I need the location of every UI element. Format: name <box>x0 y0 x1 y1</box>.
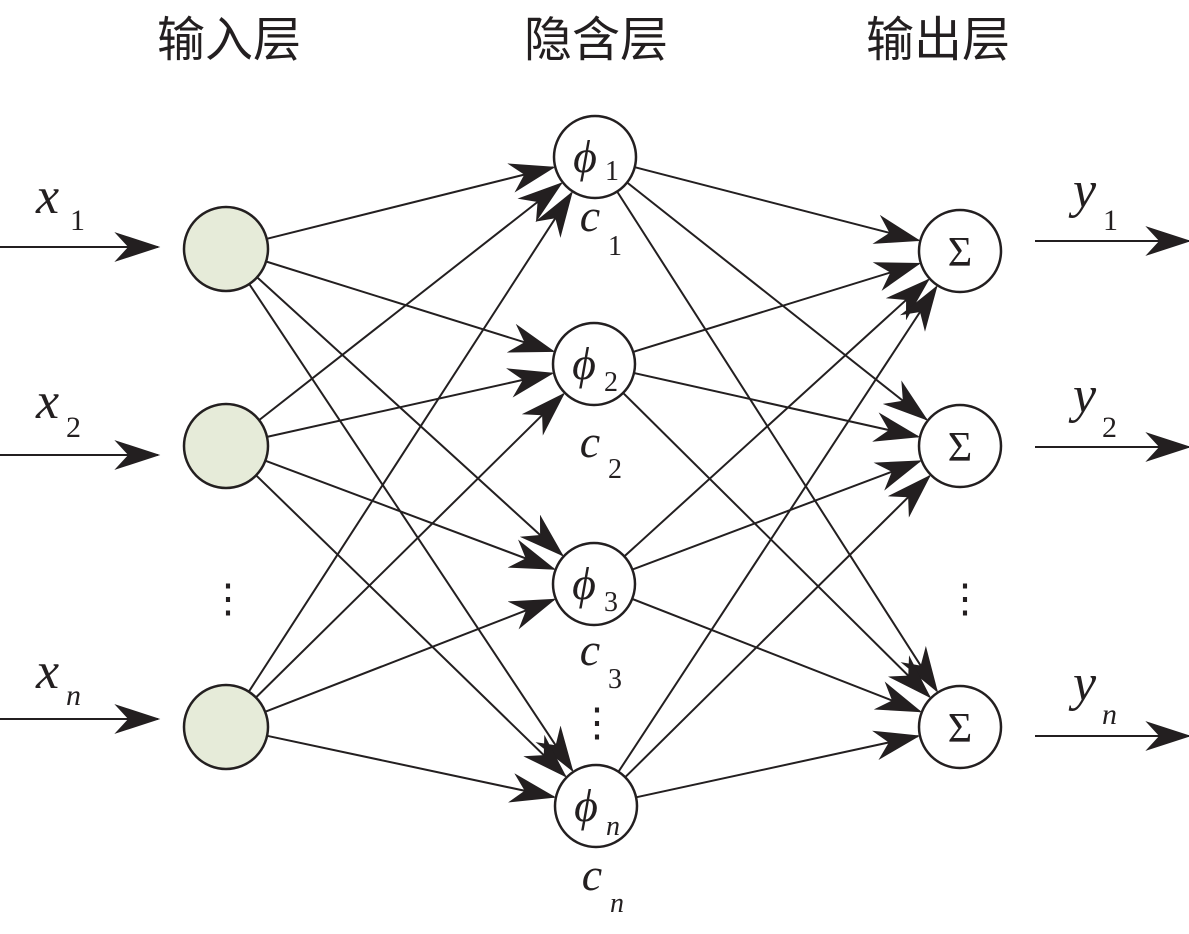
center-var: c <box>580 416 600 467</box>
phi-symbol: ϕ <box>572 558 596 609</box>
output-layer-title: 输出层 <box>866 12 1010 68</box>
edge-hidden-2-to-output-2 <box>633 372 921 442</box>
edge-hidden-1-to-output-3 <box>616 190 939 693</box>
center-label-3: c 3 <box>580 624 622 695</box>
edge-input-2-to-hidden-4 <box>255 474 567 778</box>
edge-hidden-2-to-output-3 <box>622 392 932 699</box>
input-var: x <box>35 373 59 430</box>
edge-hidden-3-to-output-3 <box>631 597 923 713</box>
phi-symbol: ϕ <box>572 338 596 389</box>
input-sub: n <box>66 679 81 712</box>
output-sub: 2 <box>1102 411 1117 444</box>
hidden-node-circle <box>551 321 637 407</box>
hidden-node-3: ϕ 3 <box>551 541 637 627</box>
input-layer-title: 输入层 <box>157 12 301 68</box>
hidden-node-circle <box>551 541 637 627</box>
center-label-n: c n <box>582 849 624 919</box>
center-label-2: c 2 <box>580 416 622 485</box>
output-arrows <box>1035 226 1189 751</box>
center-var: c <box>580 190 600 241</box>
hidden-ellipsis: ⋮ <box>577 700 617 745</box>
output-var: y <box>1068 162 1097 219</box>
output-ellipsis: ⋮ <box>945 576 985 621</box>
center-sub: 3 <box>608 664 622 695</box>
edge-input-1-to-hidden-2 <box>265 260 556 353</box>
hidden-node-2: ϕ 2 <box>551 321 637 407</box>
phi-sub: 1 <box>605 156 619 187</box>
input-arrows <box>0 232 161 734</box>
output-label-1: y 1 <box>1068 162 1118 237</box>
phi-sub: n <box>606 811 620 842</box>
output-var: y <box>1068 367 1097 424</box>
center-sub: 1 <box>608 231 622 262</box>
output-label-2: y 2 <box>1068 367 1117 444</box>
edge-hidden-1-to-output-1 <box>634 166 921 244</box>
edge-hidden-4-to-output-2 <box>624 474 932 778</box>
edge-input-1-to-hidden-4 <box>248 283 574 773</box>
input-ellipsis: ⋮ <box>208 576 248 621</box>
sigma-symbol: Σ <box>948 706 972 752</box>
edge-hidden-1-to-output-2 <box>626 181 929 421</box>
center-sub: n <box>610 888 624 919</box>
output-node-n: Σ <box>917 684 1003 770</box>
edge-hidden-4-to-output-1 <box>617 285 938 773</box>
input-nodes <box>182 205 270 771</box>
hidden-node-circle <box>552 114 638 200</box>
edge-hidden-2-to-output-1 <box>632 262 922 353</box>
output-var: y <box>1068 655 1097 712</box>
output-node-circle <box>917 403 1003 489</box>
input-label-n: x n <box>35 643 81 712</box>
output-node-2: Σ <box>917 403 1003 489</box>
input-node-n <box>182 683 270 771</box>
input-sub: 2 <box>66 411 81 444</box>
output-sub: 1 <box>1103 204 1118 237</box>
hidden-node-n: ϕ n <box>553 763 639 849</box>
connection-edges <box>247 163 939 803</box>
edge-input-3-to-hidden-4 <box>266 734 557 803</box>
output-node-circle <box>917 208 1003 294</box>
phi-sub: 2 <box>604 367 618 398</box>
edge-hidden-3-to-output-2 <box>632 460 922 571</box>
edge-input-1-to-hidden-1 <box>266 163 556 240</box>
output-label-n: y n <box>1068 655 1117 731</box>
edge-hidden-4-to-output-3 <box>635 730 921 799</box>
input-sub: 1 <box>70 204 85 237</box>
output-node-circle <box>917 684 1003 770</box>
center-var: c <box>582 849 602 900</box>
edge-input-3-to-hidden-1 <box>247 191 573 693</box>
input-var: x <box>35 643 59 700</box>
edge-hidden-3-to-output-1 <box>623 278 930 558</box>
input-node-2 <box>182 402 270 490</box>
center-label-1: c 1 <box>580 190 622 262</box>
input-label-2: x 2 <box>35 373 81 444</box>
phi-symbol: ϕ <box>574 780 598 831</box>
hidden-node-circle <box>553 763 639 849</box>
sigma-symbol: Σ <box>948 425 972 471</box>
edge-input-1-to-hidden-3 <box>256 276 564 557</box>
output-node-1: Σ <box>917 208 1003 294</box>
input-label-1: x 1 <box>35 168 85 237</box>
hidden-node-1: ϕ 1 <box>552 114 638 200</box>
edge-input-3-to-hidden-2 <box>255 392 566 699</box>
sigma-symbol: Σ <box>948 230 972 276</box>
edge-input-3-to-hidden-3 <box>264 598 557 713</box>
edge-input-2-to-hidden-1 <box>258 182 563 421</box>
phi-sub: 3 <box>604 587 618 618</box>
edge-input-2-to-hidden-3 <box>264 459 556 570</box>
hidden-layer-title: 隐含层 <box>524 12 668 68</box>
center-var: c <box>580 624 600 675</box>
center-sub: 2 <box>608 454 622 485</box>
output-sub: n <box>1102 698 1117 731</box>
input-var: x <box>35 168 59 225</box>
input-node-1 <box>182 205 270 293</box>
edge-input-2-to-hidden-2 <box>266 368 555 438</box>
phi-symbol: ϕ <box>573 131 597 182</box>
